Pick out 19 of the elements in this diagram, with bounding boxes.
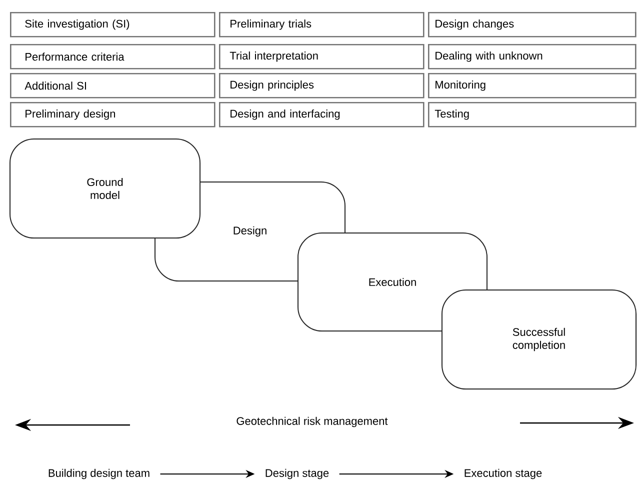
caption-text: Geotechnical risk management (236, 416, 388, 428)
table-cell: Preliminary design (10, 102, 216, 128)
stage-label: Execution stage (464, 468, 542, 480)
rounded-box: Successful completion (442, 290, 636, 390)
table-cell: Additional SI (10, 73, 216, 98)
stage-label: Design stage (266, 468, 329, 480)
stage-label: Building design team (48, 468, 150, 480)
table-cell: Site investigation (SI) (10, 12, 216, 38)
rounded-box: Execution (298, 232, 488, 332)
table-cell: Dealing with unknown (428, 44, 636, 70)
table-cell: Monitoring (428, 73, 636, 98)
table-cell: Performance criteria (10, 44, 216, 70)
table-cell: Testing (428, 102, 636, 128)
rounded-box: Ground model (10, 138, 200, 238)
table-cell: Design changes (428, 12, 636, 38)
table-cell: Design and interfacing (219, 102, 424, 128)
table-cell: Design principles (219, 73, 424, 98)
table-cell: Preliminary trials (219, 12, 424, 38)
table-cell: Trial interpretation (219, 44, 424, 70)
